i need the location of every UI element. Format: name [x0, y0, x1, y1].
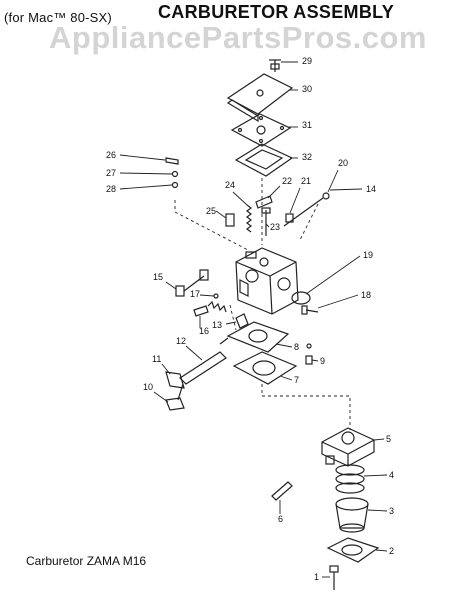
leader-line-13 — [225, 321, 237, 325]
leader-line-8 — [275, 343, 293, 348]
part-5-pump-body-drawing — [321, 427, 375, 467]
part-3-cup-drawing — [335, 497, 369, 533]
part-13-drawing — [235, 313, 249, 329]
part-label-10: 10 — [143, 382, 153, 392]
leader-line-7 — [279, 375, 293, 381]
part-label-9: 9 — [320, 356, 325, 366]
part-15-screw-drawing — [175, 269, 209, 297]
part-6-pin-drawing — [271, 481, 293, 501]
leader-line-28 — [119, 184, 173, 190]
part-label-20: 20 — [338, 158, 348, 168]
part-label-29: 29 — [302, 56, 312, 66]
part-label-2: 2 — [389, 546, 394, 556]
part-2-gasket-drawing — [326, 537, 380, 563]
part-label-28: 28 — [106, 184, 116, 194]
leader-line-12 — [185, 345, 203, 361]
part-label-5: 5 — [386, 434, 391, 444]
leader-line-27 — [119, 172, 173, 175]
part-label-1: 1 — [314, 572, 319, 582]
leader-line-14 — [329, 188, 363, 191]
leader-line-24 — [232, 191, 248, 206]
leader-line-5 — [373, 438, 385, 441]
part-30-cover-drawing — [226, 73, 294, 123]
leader-line-22 — [267, 185, 281, 199]
page-title: CARBURETOR ASSEMBLY — [158, 2, 395, 22]
part-label-17: 17 — [190, 289, 200, 299]
leader-line-19 — [305, 255, 361, 295]
leader-line-20 — [327, 169, 339, 193]
part-1-screw-drawing — [329, 565, 339, 590]
part-label-30: 30 — [302, 84, 312, 94]
part-label-14: 14 — [366, 184, 376, 194]
part-9-drawing — [305, 343, 313, 365]
part-32-gasket-drawing — [234, 143, 294, 177]
part-29-screw-drawing — [269, 59, 281, 72]
part-label-23: 23 — [270, 222, 280, 232]
part-label-15: 15 — [153, 272, 163, 282]
part-label-8: 8 — [294, 342, 299, 352]
part-8-gasket-drawing — [226, 321, 290, 353]
part-label-3: 3 — [389, 506, 394, 516]
part-label-13: 13 — [212, 320, 222, 330]
carburetor-body-drawing — [235, 247, 299, 315]
parts-18-19-drawing — [291, 291, 319, 315]
part-label-11: 11 — [152, 354, 161, 364]
part-label-25: 25 — [206, 206, 216, 216]
leader-line-2 — [375, 549, 388, 552]
leader-line-23 — [265, 223, 270, 228]
parts-26-28-drawing — [165, 157, 179, 189]
leader-line-25 — [215, 210, 227, 219]
part-31-diaphragm-drawing — [230, 113, 292, 147]
part-label-31: 31 — [302, 120, 312, 130]
part-label-27: 27 — [106, 168, 116, 178]
leader-line-21 — [289, 187, 301, 214]
leader-line-26 — [119, 154, 166, 161]
part-7-plate-drawing — [232, 351, 298, 385]
leader-line-18 — [317, 294, 359, 309]
model-subtitle: (for Mac™ 80-SX) — [4, 10, 112, 25]
part-label-18: 18 — [361, 290, 371, 300]
part-label-26: 26 — [106, 150, 116, 160]
part-label-16: 16 — [199, 326, 209, 336]
parts-10-12-drawing — [165, 337, 229, 411]
part-label-4: 4 — [389, 470, 394, 480]
part-4-spring-drawing — [335, 464, 365, 494]
part-label-32: 32 — [302, 152, 312, 162]
assembly-guides — [174, 178, 351, 430]
part-label-6: 6 — [278, 514, 283, 524]
part-label-12: 12 — [176, 336, 186, 346]
leader-line-15 — [165, 281, 177, 290]
part-label-22: 22 — [282, 176, 292, 186]
leader-line-10 — [153, 391, 169, 403]
part-label-21: 21 — [301, 176, 311, 186]
leader-line-4 — [363, 474, 388, 477]
part-label-7: 7 — [294, 375, 299, 385]
carburetor-caption: Carburetor ZAMA M16 — [26, 554, 147, 568]
leader-line-11 — [161, 363, 171, 375]
watermark: AppliancePartsPros.com — [49, 20, 427, 55]
leader-line-9 — [311, 359, 319, 362]
leader-line-17 — [199, 294, 215, 297]
parts-24-25-drawing — [225, 204, 252, 233]
parts-14-20-drawing — [283, 192, 330, 227]
part-label-24: 24 — [225, 180, 235, 190]
leader-line-3 — [367, 509, 388, 512]
part-label-19: 19 — [363, 250, 373, 260]
